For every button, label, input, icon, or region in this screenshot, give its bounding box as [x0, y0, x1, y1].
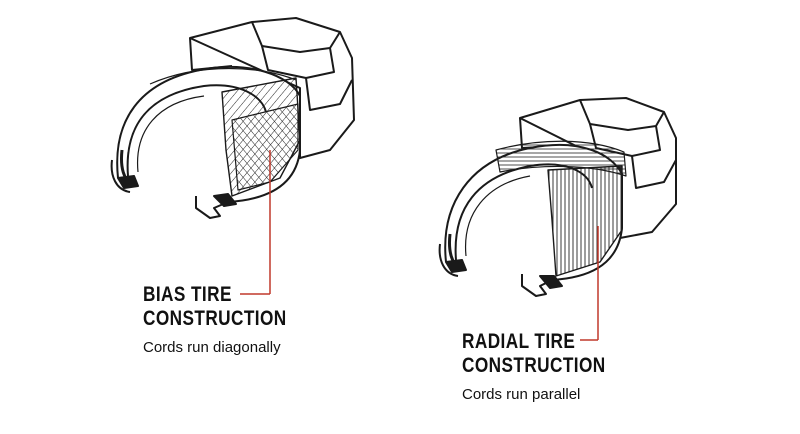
bias-caption: Cords run diagonally [143, 339, 281, 356]
radial-title-line2: CONSTRUCTION [462, 354, 606, 377]
radial-caption: Cords run parallel [462, 386, 581, 403]
bias-leader-line [240, 150, 271, 295]
radial-title-line1: RADIAL TIRE [462, 330, 576, 353]
bias-title-line2: CONSTRUCTION [143, 307, 287, 330]
bias-label: BIAS TIRE CONSTRUCTION Cords run diagona… [143, 283, 318, 357]
radial-label: RADIAL TIRE CONSTRUCTION Cords run paral… [462, 330, 637, 404]
bias-tire-illustration [110, 17, 355, 219]
radial-tire-illustration [438, 97, 677, 297]
bias-title-line1: BIAS TIRE [143, 283, 232, 306]
radial-leader-line [580, 226, 599, 341]
